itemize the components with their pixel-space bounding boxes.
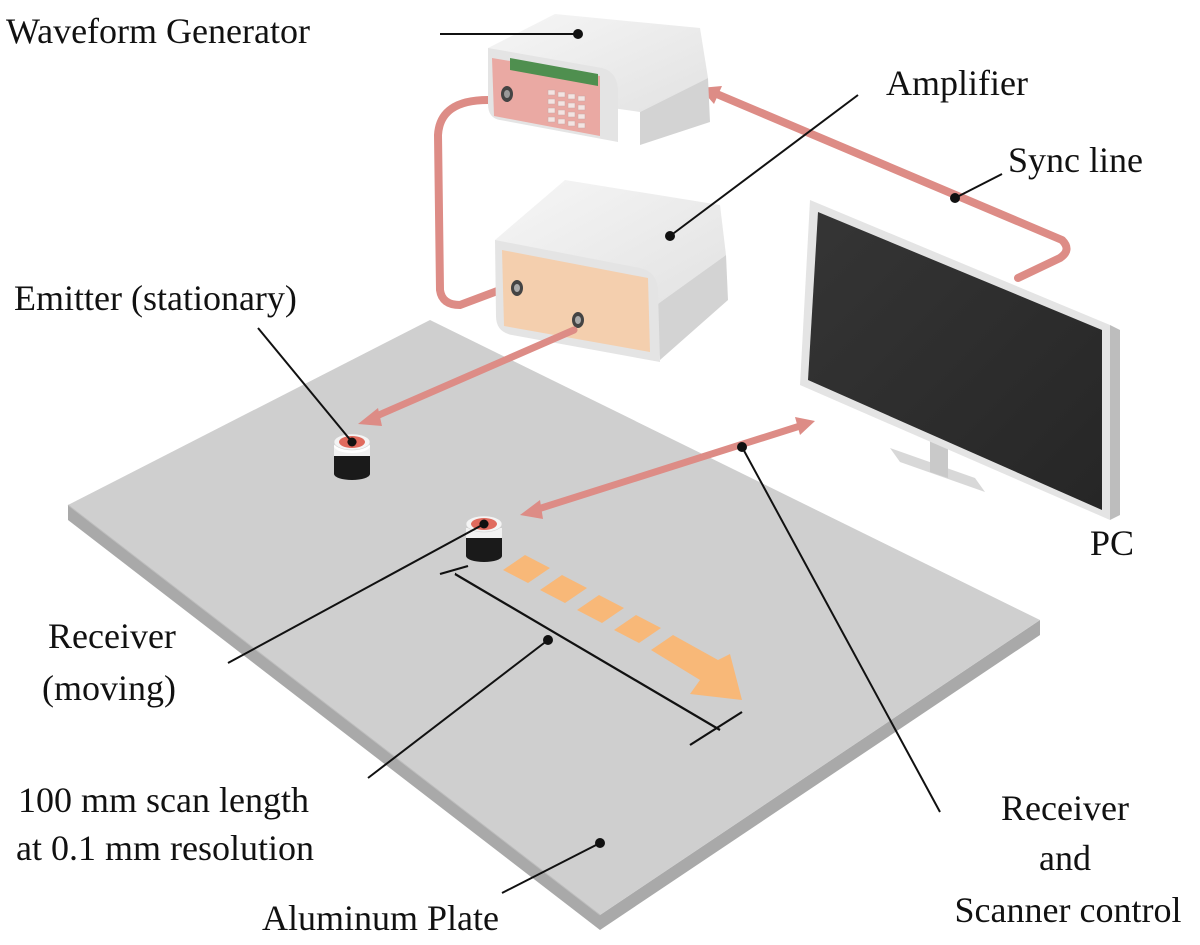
pc-arrow-head [795, 417, 815, 435]
waveform-generator-device [488, 14, 710, 145]
pc-monitor [800, 200, 1120, 520]
leader-receiver [227, 523, 485, 664]
leader-plate [501, 842, 601, 894]
receiver-moving-sublabel: (moving) [42, 668, 176, 708]
scan-step [503, 555, 550, 583]
aluminum-plate [67, 320, 1040, 930]
leader-amplifier [669, 94, 859, 237]
scan-length-bracket [439, 564, 743, 746]
scan-resolution-label: at 0.1 mm resolution [16, 828, 314, 868]
receiver-moving-label: Receiver [48, 616, 176, 656]
control-label-line1: Receiver [1001, 788, 1129, 828]
control-label-line2: and [1039, 838, 1091, 878]
receiver-arrow-head [520, 500, 543, 519]
pc-label: PC [1090, 523, 1134, 563]
cable-generator-to-amplifier [434, 96, 504, 309]
leader-dots [347, 29, 960, 848]
sync-line-cable [708, 88, 1071, 282]
waveform-generator-label: Waveform Generator [6, 11, 310, 51]
leader-lines [227, 33, 1003, 894]
scan-step [614, 615, 661, 643]
cable-pc-to-receiver [531, 422, 804, 514]
leader-scan-length [367, 639, 549, 779]
leader-control [741, 446, 941, 813]
scan-step [540, 575, 587, 603]
cable-amplifier-to-emitter [368, 326, 578, 422]
scan-step [577, 595, 624, 623]
leader-emitter [257, 327, 353, 443]
amplifier-label: Amplifier [886, 63, 1028, 103]
emitter-label: Emitter (stationary) [14, 278, 297, 318]
amplifier-device [495, 180, 728, 362]
scan-path [503, 555, 742, 700]
scan-direction-arrow [651, 635, 742, 700]
leader-sync-line [954, 173, 1003, 199]
scan-length-label: 100 mm scan length [18, 780, 309, 820]
control-label-line3: Scanner control [955, 890, 1182, 930]
emitter-arrow-head [358, 408, 382, 426]
sync-line-label: Sync line [1008, 140, 1143, 180]
aluminum-plate-label: Aluminum Plate [262, 898, 499, 938]
